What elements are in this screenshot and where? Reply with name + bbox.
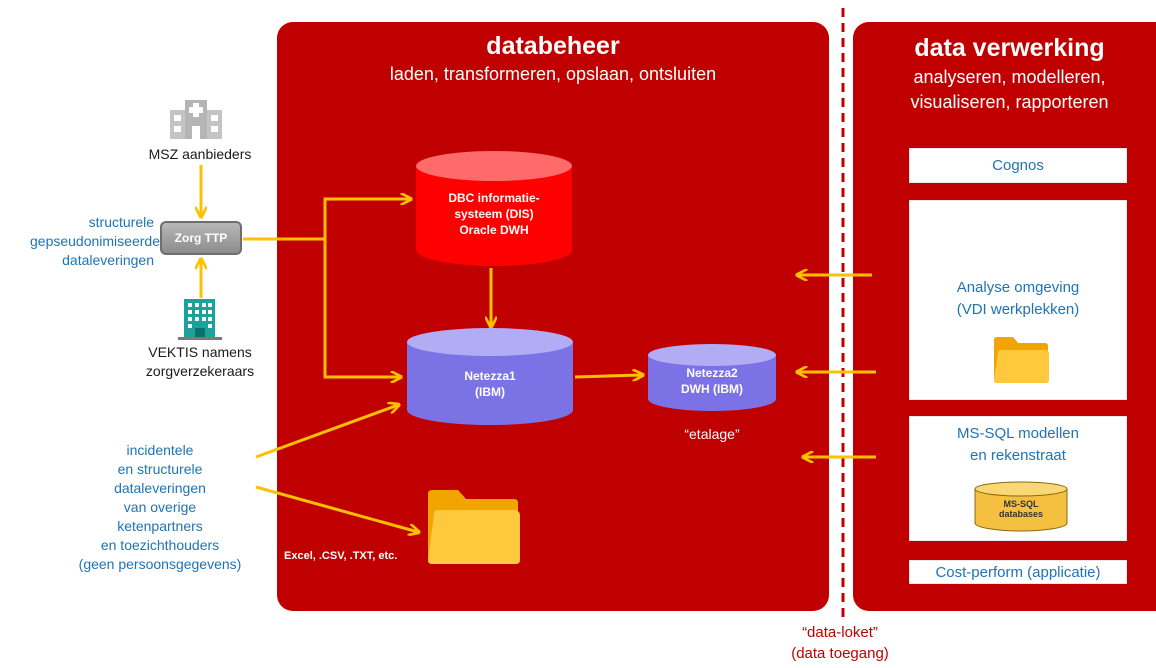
cost-perform-label: Cost-perform (applicatie)	[935, 564, 1101, 581]
arrow-incidental-to-netezza1	[255, 405, 398, 459]
folder-icon	[428, 490, 520, 564]
etalage-label: “etalage”	[684, 426, 740, 442]
label-line: systeem (DIS)	[454, 207, 534, 221]
databeheer-subtitle: laden, transformeren, opslaan, ontsluite…	[389, 64, 717, 84]
label-line: Netezza1	[464, 369, 516, 383]
arrow-netezza1-to-netezza2	[574, 375, 642, 377]
label-line: zorgverzekeraars	[145, 363, 255, 379]
analyse-omgeving-box: Analyse omgeving (VDI werkplekken)	[909, 200, 1127, 400]
incidental-deliveries-label: incidentele en structurele dataleveringe…	[60, 441, 260, 574]
label-line: incidentele	[126, 442, 194, 458]
label-line: MS-SQL	[1003, 499, 1039, 509]
netezza2-label: Netezza2 DWH (IBM)	[646, 365, 778, 397]
mssql-models-label: MS-SQL modellen en rekenstraat	[910, 423, 1126, 467]
label-line: MS-SQL modellen	[957, 425, 1079, 442]
structural-deliveries-label: structurele gepseudonimiseerde datalever…	[30, 213, 160, 270]
mssql-database-icon	[974, 481, 1068, 532]
label-line: databases	[998, 509, 1044, 519]
office-building-icon	[178, 299, 222, 340]
label-line: gepseudonimiseerde	[30, 233, 160, 249]
msz-label: MSZ aanbieders	[148, 146, 252, 162]
mssql-databases-label: MS-SQL databases	[973, 499, 1069, 519]
cost-perform-box: Cost-perform (applicatie)	[909, 560, 1127, 584]
label-line: dataleveringen	[62, 252, 154, 268]
cognos-label: Cognos	[992, 157, 1044, 174]
label-line: en rekenstraat	[970, 447, 1066, 464]
netezza1-database-icon	[407, 328, 573, 425]
subtitle-line: visualiseren, rapporteren	[910, 92, 1109, 112]
label-line: (VDI werkplekken)	[956, 301, 1080, 318]
data-verwerking-subtitle: analyseren, modelleren, visualiseren, ra…	[853, 65, 1156, 115]
vektis-label: VEKTIS namens zorgverzekeraars	[120, 343, 280, 381]
label-line: structurele	[88, 214, 154, 230]
label-line: Oracle DWH	[459, 223, 529, 237]
folder-icon	[994, 337, 1049, 383]
label-line: Netezza2	[686, 366, 738, 380]
data-toegang-line: (data toegang)	[791, 645, 889, 662]
label-line: DWH (IBM)	[681, 382, 743, 396]
analyse-label: Analyse omgeving (VDI werkplekken)	[910, 277, 1126, 321]
databeheer-panel	[277, 22, 829, 611]
arrow-ttp-to-netezza1	[323, 239, 400, 377]
label-line: dataleveringen	[114, 480, 206, 496]
netezza2-database-icon	[648, 344, 776, 411]
data-verwerking-title: data verwerking	[914, 34, 1105, 62]
label-line: en toezichthouders	[100, 537, 220, 553]
dis-database-label: DBC informatie- systeem (DIS) Oracle DWH	[414, 190, 574, 238]
label-line: van overige	[123, 499, 197, 515]
label-line: Analyse omgeving	[956, 279, 1080, 296]
label-line: ketenpartners	[117, 518, 203, 534]
databeheer-title: databeheer	[486, 32, 620, 60]
mssql-models-box: MS-SQL modellen en rekenstraat MS-SQL da…	[909, 416, 1127, 541]
label-line: (geen persoonsgegevens)	[78, 556, 242, 572]
subtitle-line: analyseren, modelleren,	[913, 67, 1106, 87]
files-label: Excel, .CSV, .TXT, etc.	[284, 550, 398, 562]
data-loket-label: “data-loket” (data toegang)	[770, 622, 910, 664]
arrow-ttp-to-dis	[243, 199, 410, 241]
zorg-ttp-box: Zorg TTP	[160, 221, 242, 255]
cognos-box: Cognos	[909, 148, 1127, 183]
label-line: VEKTIS namens	[148, 344, 252, 360]
data-loket-line: “data-loket”	[802, 624, 878, 641]
label-line: en structurele	[117, 461, 203, 477]
hospital-icon	[170, 100, 222, 139]
data-loket-separator	[841, 8, 845, 620]
dis-database-icon	[416, 151, 572, 266]
label-line: (IBM)	[475, 385, 505, 399]
netezza1-label: Netezza1 (IBM)	[405, 368, 575, 400]
label-line: DBC informatie-	[448, 191, 540, 205]
arrow-incidental-to-files	[255, 485, 418, 532]
